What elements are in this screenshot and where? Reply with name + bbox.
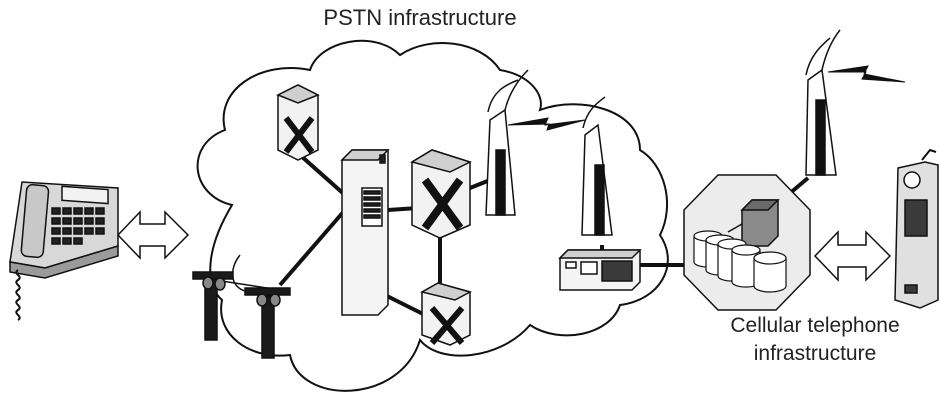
cellular-infrastructure-label: Cellular telephone infrastructure [690,312,939,368]
pole-wire-curve [231,254,251,293]
crossbar-switch-icon [419,282,472,346]
utility-pole-icon [244,287,291,359]
cellular-label-line1: Cellular telephone [730,314,900,337]
lightning-link-icon [827,65,906,83]
utility-pole-icon [192,271,234,341]
radio-tower-icon [485,69,529,216]
modem-icon [558,249,642,291]
radio-tower-icon [581,96,613,236]
crossbar-switch-icon [410,149,472,239]
double-arrow-icon [813,230,892,282]
cellular-label-line2: infrastructure [753,342,877,365]
crossbar-switch-icon [276,84,320,161]
mobile-phone-icon [894,148,939,309]
lightning-link-icon [507,117,586,131]
connection-lines [278,153,810,317]
radio-tower-icon [805,29,841,176]
desk-phone-icon [9,181,119,321]
pstn-cloud [196,39,669,392]
pstn-infrastructure-label: PSTN infrastructure [323,5,517,30]
double-arrow-icon [116,210,190,260]
exchange-rack-icon [340,149,390,316]
database-icon [693,230,787,293]
